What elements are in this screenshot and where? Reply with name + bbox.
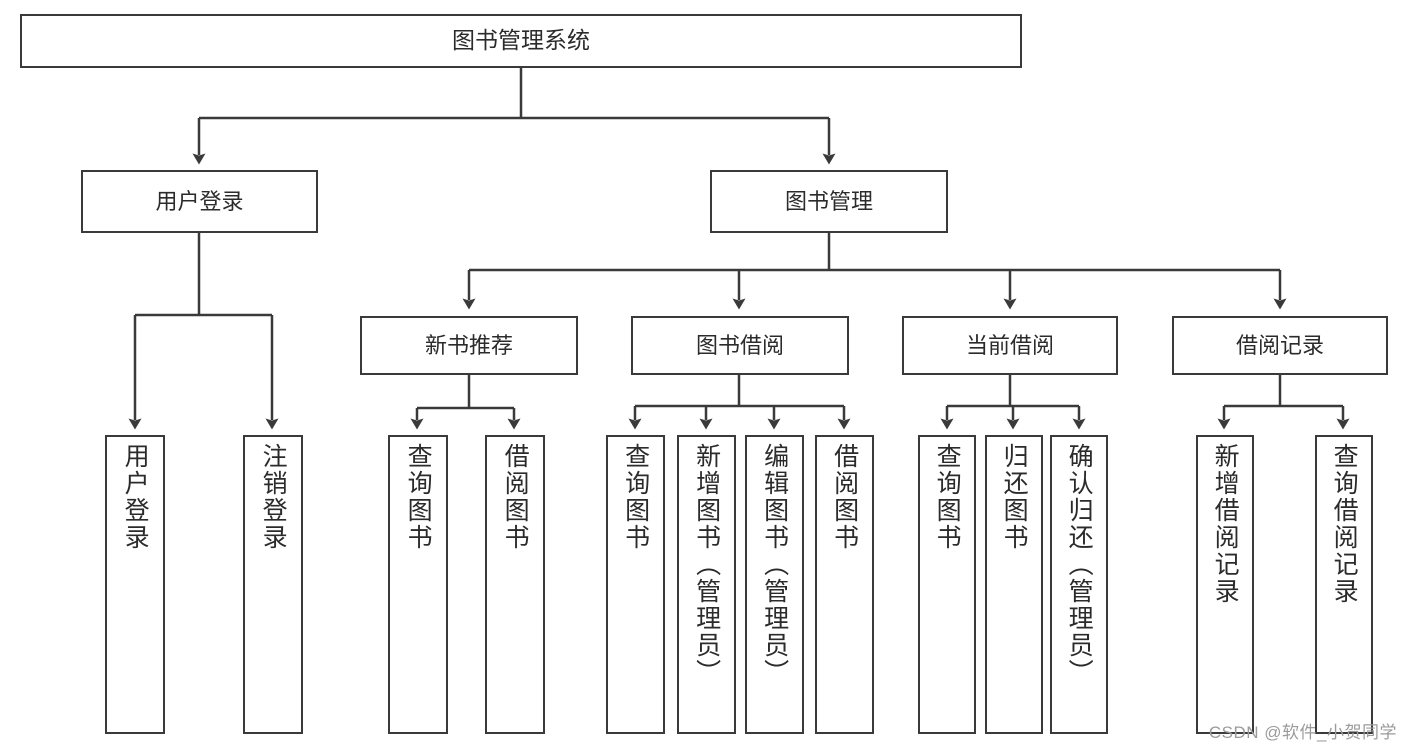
- leaf-new-book-query[interactable]: 查询图书: [388, 435, 448, 734]
- node-label: 用户登录: [121, 443, 150, 551]
- csdn-watermark: CSDN @软件_小贺同学: [1208, 723, 1397, 742]
- leaf-new-book-borrow[interactable]: 借阅图书: [485, 435, 545, 734]
- leaf-borrow-record-add[interactable]: 新增借阅记录: [1196, 435, 1254, 734]
- node-label: 确认归还（管理员）: [1065, 443, 1094, 686]
- leaf-book-borrow-borrow[interactable]: 借阅图书: [815, 435, 874, 734]
- node-label: 查询图书: [404, 443, 433, 551]
- leaf-user-login-signin[interactable]: 用户登录: [105, 435, 165, 734]
- node-label: 图书管理: [784, 188, 873, 214]
- node-label: 当前借阅: [965, 332, 1054, 358]
- node-label: 编辑图书（管理员）: [760, 443, 789, 686]
- node-label: 借阅图书: [501, 443, 530, 551]
- leaf-current-borrow-query[interactable]: 查询图书: [918, 435, 976, 734]
- leaf-borrow-record-query[interactable]: 查询借阅记录: [1315, 435, 1373, 734]
- node-label: 图书借阅: [695, 332, 784, 358]
- node-label: 新增图书（管理员）: [692, 443, 721, 686]
- node-new-book-recommend[interactable]: 新书推荐: [360, 316, 578, 375]
- node-label: 新书推荐: [424, 332, 513, 358]
- node-label: 查询图书: [933, 443, 962, 551]
- node-borrow-record[interactable]: 借阅记录: [1172, 316, 1388, 375]
- node-book-management[interactable]: 图书管理: [710, 170, 948, 233]
- leaf-book-borrow-edit[interactable]: 编辑图书（管理员）: [745, 435, 804, 734]
- leaf-current-borrow-return[interactable]: 归还图书: [985, 435, 1043, 734]
- node-label: 查询图书: [621, 443, 650, 551]
- node-label: 借阅记录: [1235, 332, 1324, 358]
- node-label: 新增借阅记录: [1211, 443, 1240, 605]
- node-label: 注销登录: [259, 443, 288, 551]
- node-label: 查询借阅记录: [1330, 443, 1359, 605]
- leaf-user-login-signout[interactable]: 注销登录: [243, 435, 303, 734]
- leaf-book-borrow-query[interactable]: 查询图书: [606, 435, 665, 734]
- leaf-current-borrow-confirm-return[interactable]: 确认归还（管理员）: [1050, 435, 1108, 734]
- node-label: 图书管理系统: [452, 27, 590, 54]
- node-label: 借阅图书: [830, 443, 859, 551]
- node-root-system[interactable]: 图书管理系统: [20, 14, 1022, 68]
- node-book-borrow[interactable]: 图书借阅: [631, 316, 849, 375]
- leaf-book-borrow-add[interactable]: 新增图书（管理员）: [677, 435, 736, 734]
- node-label: 用户登录: [155, 188, 244, 214]
- node-label: 归还图书: [1000, 443, 1029, 551]
- node-current-borrow[interactable]: 当前借阅: [902, 316, 1118, 375]
- node-user-login[interactable]: 用户登录: [81, 170, 318, 233]
